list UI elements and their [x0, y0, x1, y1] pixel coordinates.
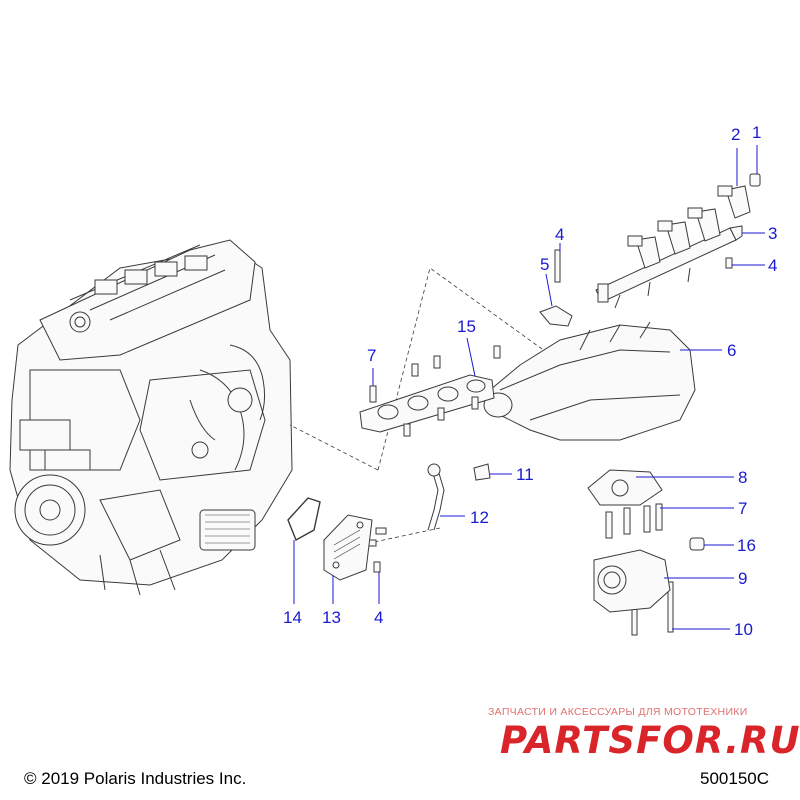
- map-sensor: [539, 249, 573, 327]
- callout-2: 2: [731, 125, 741, 144]
- watermark-logo: PARTSFOR.RU: [500, 719, 800, 762]
- diagram-code: 500150C: [700, 769, 770, 788]
- explode-dashed-lines: [289, 267, 561, 546]
- callout-13: 13: [322, 608, 341, 627]
- callout-15: 15: [457, 317, 476, 336]
- coolant-hose: [427, 463, 445, 531]
- callout-1: 1: [752, 123, 762, 142]
- injector-2: [657, 220, 691, 255]
- throttle-body: [593, 537, 705, 613]
- intake-manifold: [483, 321, 696, 441]
- callout-6: 6: [727, 341, 737, 360]
- callout-7-throttle: 7: [738, 499, 748, 518]
- throttle-cover: [587, 469, 663, 506]
- copyright-text: © 2019 Polaris Industries Inc.: [24, 769, 247, 788]
- callout-3: 3: [768, 224, 778, 243]
- fuel-rail: [595, 173, 761, 309]
- injector-4: [717, 185, 751, 219]
- callout-16: 16: [737, 536, 756, 555]
- cover-gasket: [287, 497, 321, 541]
- callout-7-manifold: 7: [367, 346, 377, 365]
- injector-cap: [749, 173, 761, 187]
- callout-14: 14: [283, 608, 302, 627]
- watermark-tagline: ЗАПЧАСТИ И АКСЕССУАРЫ ДЛЯ МОТОТЕХНИКИ: [488, 706, 748, 718]
- fitting: [473, 463, 491, 481]
- callout-8: 8: [738, 468, 748, 487]
- callout-12: 12: [470, 508, 489, 527]
- callout-5: 5: [540, 255, 550, 274]
- injector-3: [687, 207, 721, 242]
- callout-11: 11: [516, 465, 534, 484]
- callout-10: 10: [734, 620, 753, 639]
- callout-9: 9: [738, 569, 748, 588]
- callout-4-cover: 4: [374, 608, 384, 627]
- manifold-gasket: [359, 374, 495, 433]
- callout-4-sensor: 4: [555, 225, 565, 244]
- cover-plate: [323, 514, 373, 581]
- injector-1: [627, 235, 661, 269]
- bolts: [365, 257, 733, 636]
- engine-block: [9, 239, 293, 596]
- callout-4-rail: 4: [768, 256, 778, 275]
- leader-lines: [293, 145, 765, 630]
